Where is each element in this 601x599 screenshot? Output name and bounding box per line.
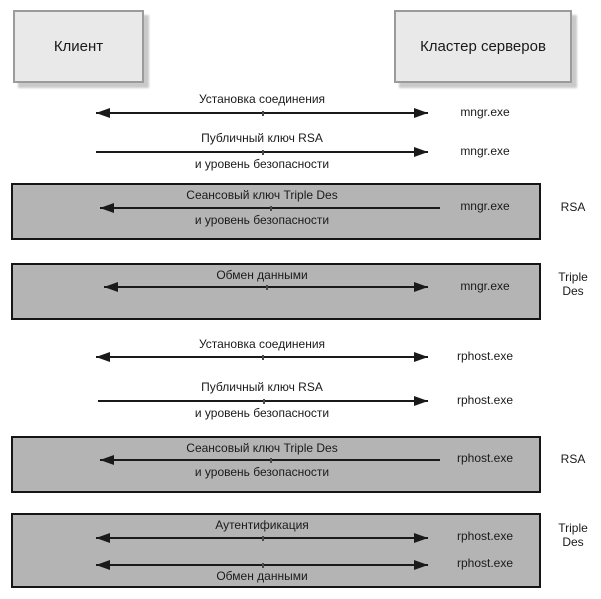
double-arrow-icon [96, 108, 428, 118]
arrow-midpoint-tick [262, 150, 264, 155]
right-arrow-icon [98, 396, 428, 406]
process-label: mngr.exe [460, 105, 510, 119]
encrypted-panel-rsa-rphost [11, 436, 541, 493]
double-arrow-icon [104, 282, 428, 292]
message-label: Сеансовый ключ Triple Des [186, 441, 338, 455]
message-sublabel: и уровень безопасности [194, 406, 330, 420]
message-label: Публичный ключ RSA [201, 380, 323, 394]
encryption-protocol-label: RSA [560, 200, 586, 214]
process-label: rphost.exe [456, 451, 514, 465]
process-label: rphost.exe [456, 349, 514, 363]
process-label: rphost.exe [456, 393, 514, 407]
server-cluster-box-label: Кластер серверов [420, 38, 546, 55]
arrow-midpoint-tick [270, 458, 272, 463]
process-label: mngr.exe [460, 199, 510, 213]
message-sublabel: и уровень безопасности [194, 213, 330, 227]
process-label: rphost.exe [456, 529, 514, 543]
message-label: Обмен данными [216, 569, 308, 583]
encryption-protocol-label: RSA [560, 452, 586, 466]
message-label: Установка соединения [198, 92, 326, 106]
process-label: mngr.exe [460, 279, 510, 293]
double-arrow-icon [96, 533, 428, 543]
server-cluster-box: Кластер серверов [394, 10, 572, 83]
message-label: Установка соединения [198, 337, 326, 351]
arrow-midpoint-tick [270, 206, 272, 211]
client-box-label: Клиент [53, 38, 104, 55]
client-box: Клиент [13, 10, 144, 83]
arrow-midpoint-tick [262, 536, 264, 541]
double-arrow-icon [96, 352, 428, 362]
message-label: Обмен данными [216, 268, 308, 282]
left-arrow-icon [100, 455, 440, 465]
double-arrow-icon [96, 560, 428, 570]
encrypted-panel-tripledes-mngr [11, 263, 541, 320]
encryption-protocol-label: Triple Des [558, 521, 588, 549]
process-label: mngr.exe [460, 144, 510, 158]
message-sublabel: и уровень безопасности [194, 465, 330, 479]
arrow-midpoint-tick [262, 563, 264, 568]
right-arrow-icon [96, 147, 428, 157]
left-arrow-icon [100, 203, 440, 213]
message-label: Аутентификация [215, 518, 309, 532]
message-label: Публичный ключ RSA [201, 131, 323, 145]
encryption-protocol-label: Triple Des [558, 270, 588, 298]
arrow-midpoint-tick [266, 285, 268, 290]
arrow-midpoint-tick [262, 111, 264, 116]
encrypted-panel-rsa-mngr [11, 183, 541, 240]
message-sublabel: и уровень безопасности [194, 157, 330, 171]
arrow-midpoint-tick [263, 399, 265, 404]
encrypted-panel-tripledes-rphost [11, 513, 541, 588]
arrow-midpoint-tick [262, 355, 264, 360]
process-label: rphost.exe [456, 556, 514, 570]
message-label: Сеансовый ключ Triple Des [186, 188, 338, 202]
